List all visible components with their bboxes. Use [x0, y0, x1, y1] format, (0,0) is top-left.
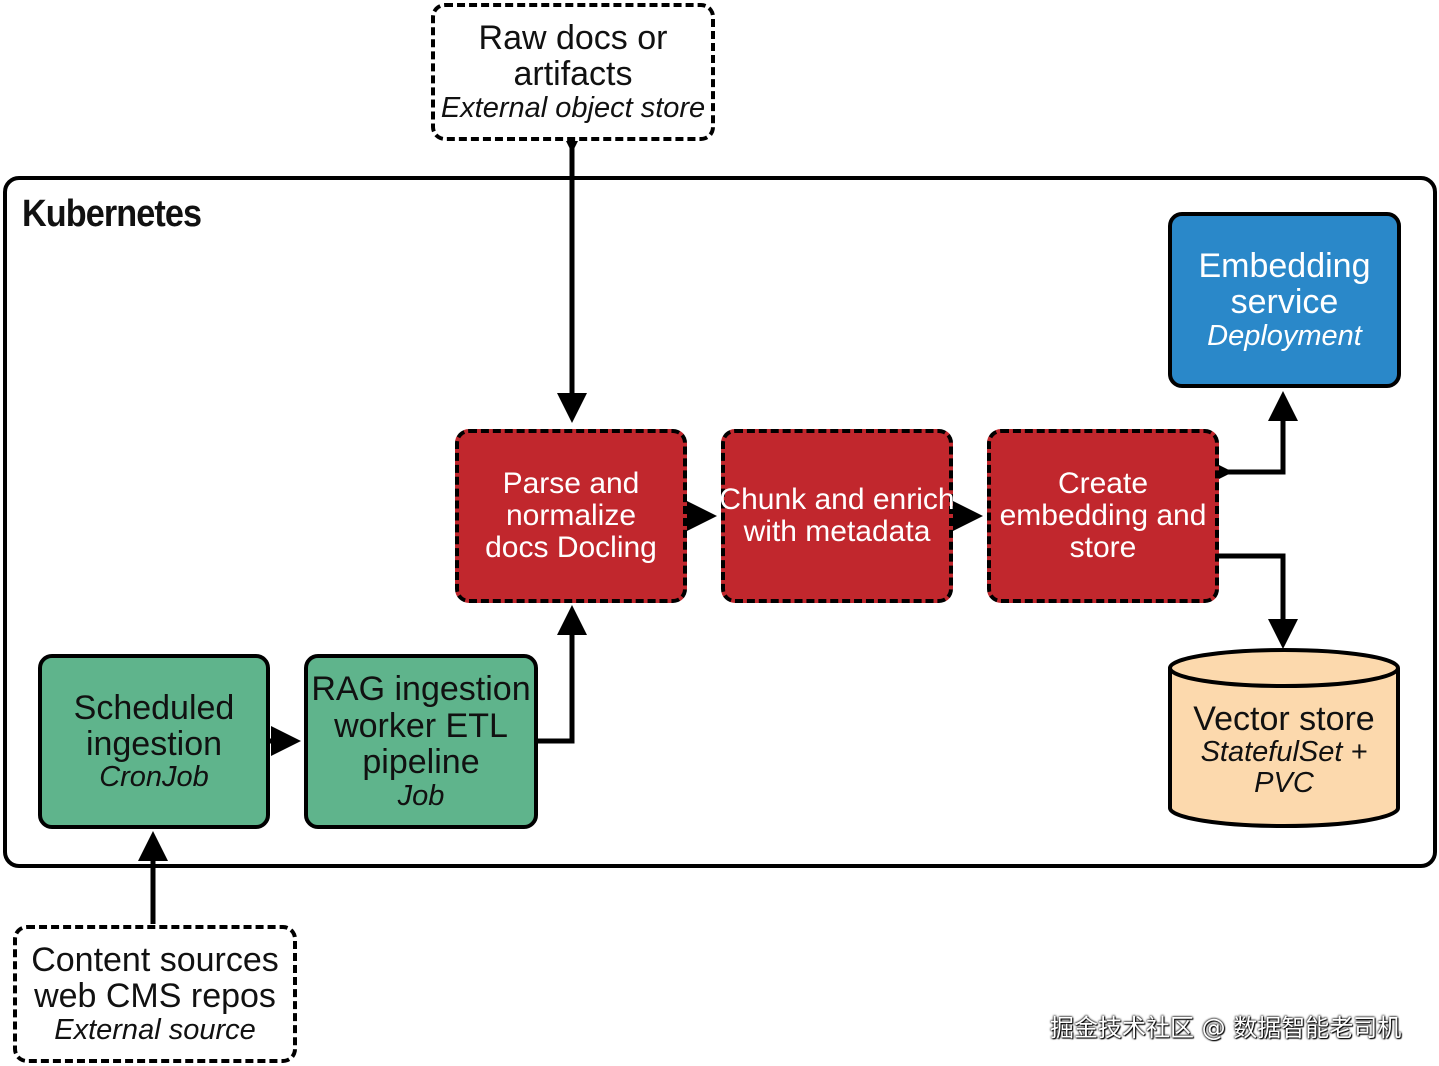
vector-store-cylinder: [1168, 648, 1400, 828]
cluster-title: Kubernetes: [22, 193, 202, 235]
embedding-service-node: Embedding service Deployment: [1168, 212, 1401, 388]
rag-line3: pipeline: [362, 743, 480, 782]
arrow-create-embedding-service: [1203, 391, 1298, 487]
vector-line3: PVC: [1254, 767, 1314, 800]
chunk-node: Chunk and enrich with metadata: [719, 429, 955, 603]
parse-line2: normalize: [505, 498, 637, 532]
embedding-line2: service: [1230, 283, 1339, 322]
rag-sub: Job: [397, 779, 445, 812]
rag-worker-node: RAG ingestion worker ETL pipeline Job: [304, 654, 538, 829]
embedding-sub: Deployment: [1207, 319, 1362, 352]
chunk-line2: with metadata: [743, 515, 931, 548]
create-line2: embedding and: [999, 498, 1207, 532]
raw-docs-line2: artifacts: [513, 55, 633, 94]
vector-line1: Vector store: [1193, 699, 1375, 738]
content-sources-line2: web CMS repos: [34, 977, 276, 1016]
scheduled-ingestion-node: Scheduled ingestion CronJob: [38, 654, 270, 829]
create-line3: store: [1069, 531, 1137, 565]
parse-node: Parse and normalize docs Docling: [455, 429, 687, 603]
create-embedding-node: Create embedding and store: [987, 429, 1219, 603]
arrow-rag-parse: [538, 605, 587, 744]
watermark: 掘金技术社区 @ 数据智能老司机: [1050, 1014, 1402, 1042]
kubernetes-cluster: [3, 176, 1437, 868]
arrow-create-vector-store: [1218, 553, 1298, 649]
content-sources-sub: External source: [54, 1013, 256, 1046]
raw-docs-sub: External object store: [440, 91, 706, 124]
rag-line1: RAG ingestion: [311, 670, 531, 709]
content-sources-line1: Content sources: [31, 941, 279, 980]
create-line1: Create: [1057, 466, 1149, 500]
raw-docs-node: Raw docs or artifacts External object st…: [431, 3, 715, 141]
rag-line2: worker ETL: [334, 706, 508, 745]
raw-docs-line1: Raw docs or: [478, 19, 668, 58]
vector-store-node: Vector store StatefulSet + PVC: [1170, 690, 1398, 810]
chunk-line1: Chunk and enrich: [719, 482, 955, 516]
parse-line3: docs Docling: [485, 531, 657, 565]
content-sources-node: Content sources web CMS repos External s…: [13, 925, 297, 1063]
vector-line2: StatefulSet +: [1200, 736, 1368, 769]
scheduled-line1: Scheduled: [73, 688, 235, 727]
parse-line1: Parse and: [502, 466, 640, 500]
scheduled-sub: CronJob: [99, 761, 209, 794]
embedding-line1: Embedding: [1198, 247, 1371, 286]
scheduled-line2: ingestion: [85, 724, 223, 763]
